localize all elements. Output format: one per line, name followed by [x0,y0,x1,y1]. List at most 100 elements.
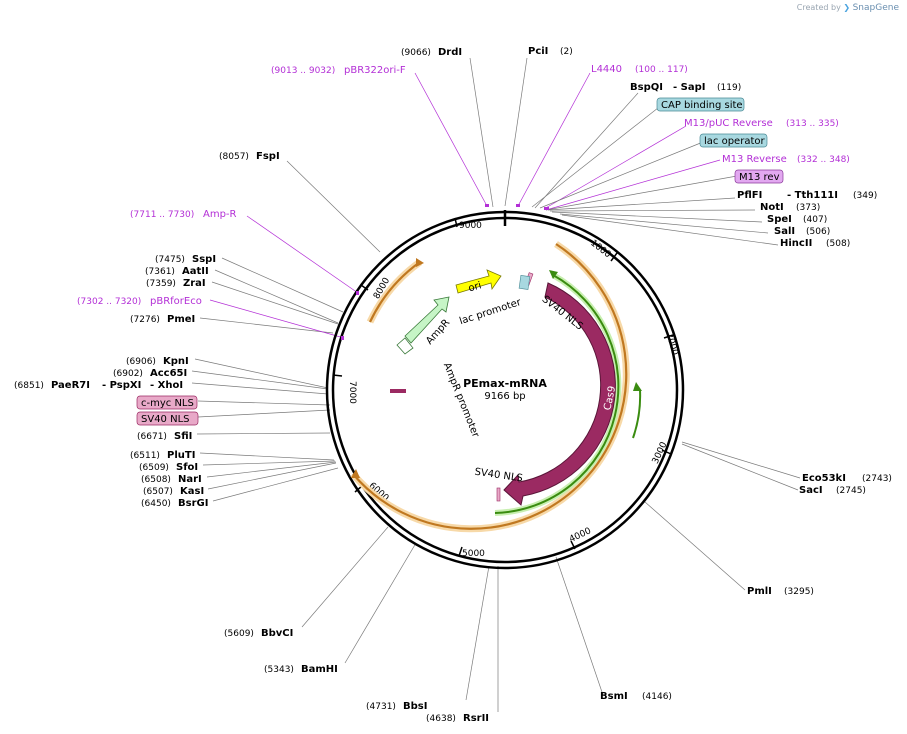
site-zrai: ZraI [183,278,206,289]
ori-arrow [455,269,502,294]
site-sfoi: SfoI [176,462,198,473]
green-arc-large [494,274,620,514]
ampr-promoter-label: AmpR promoter [441,361,481,440]
site-leaders [191,57,801,712]
primer-mark-m13 [544,207,549,210]
site-rsrii: RsrII [463,713,489,724]
site-pos-bbvci: (5609) [224,629,254,639]
green-arrowhead-large [549,270,558,279]
site-acc65i: Acc65I [150,368,187,379]
primer-m13-reverse: M13 Reverse [722,154,787,165]
cap-binding-site-box [656,97,745,112]
site-aatii: AatII [182,266,209,277]
site-eco53ki: Eco53kI [802,473,846,484]
lac-promoter-label: lac promoter [458,297,523,328]
site-pos-rsrii: (4638) [426,714,456,724]
orange-arc-small [369,261,421,323]
site-pos-paer7i: (6851) [14,381,44,391]
site-pos-pmei: (7276) [130,315,160,325]
lac-operator-box [699,133,768,148]
site-pos-kpni: (6906) [126,357,156,367]
site-pspxi: - PspXI [102,380,141,391]
ampr-arrow [404,296,450,344]
site-bsrgi: BsrGI [178,498,208,509]
site-pos-pmli: (3295) [784,587,814,597]
site-bbvci: BbvCI [261,628,293,639]
kb-ticks [332,217,674,557]
site-pmli: PmlI [747,586,772,597]
site-pos-drdi: (9066) [401,48,431,58]
site-pos-pluti: (6511) [130,451,160,461]
cas9-label: Cas9 [602,385,618,411]
site-bsmi: BsmI [600,691,628,702]
site-pos-bbsi: (4731) [366,702,396,712]
site-pos-sali: (506) [806,227,830,237]
primer-pbrforeco: pBRforEco [150,296,202,307]
site-sali: SalI [774,226,795,237]
site-pluti: PluTI [167,450,195,461]
c-myc-nls-label: c-myc NLS [141,398,194,409]
lac-operator-label: lac operator [704,136,765,147]
site-paer7i: PaeR7I [51,380,90,391]
primer-mark-pbr322ori [485,204,489,207]
orange-arrowhead-small [416,258,424,267]
site-pmei: PmeI [167,314,195,325]
site-pos-bsrgi: (6450) [141,499,171,509]
site-bspqi: BspQI [630,82,663,93]
plasmid-size: 9166 bp [484,391,525,402]
site-nari: NarI [178,474,202,485]
ori-label: ori [467,280,482,294]
svg-text:4000: 4000 [568,526,593,545]
primer-pos-pbr322ori: (9013 .. 9032) [271,66,335,76]
snapgene-logo-icon: ❯ [843,3,851,12]
site-xhoi: - XhoI [150,380,183,391]
primer-pos-m13puc-reverse: (313 .. 335) [786,119,839,129]
sv40-nls-box-label: SV40 NLS [141,414,190,425]
site-saci: SacI [799,485,823,496]
site-pos-noti: (373) [796,203,820,213]
site-sspi: SspI [192,254,216,265]
c-myc-nls-mark [390,389,406,393]
site-pflfi: PflFI [737,190,762,201]
site-pos-bspqi: (119) [717,83,741,93]
site-pos-bamhi: (5343) [264,665,294,675]
primer-mark-l4440 [516,204,520,207]
site-pos-hincii: (508) [826,239,850,249]
site-kasi: KasI [180,486,204,497]
site-pos-fspi: (8057) [219,152,249,162]
m13-rev-box [734,169,784,184]
green-arc-small [632,389,642,439]
cap-binding-site-label: CAP binding site [661,100,743,111]
sv40-nls-box [136,411,199,426]
site-tth111i: - Tth111I [787,190,838,201]
site-pos-sfoi: (6509) [139,463,169,473]
site-bamhi: BamHI [301,664,338,675]
sv40-nls-bottom-mark [496,487,501,502]
primer-pbr322ori: pBR322ori-F [344,65,406,76]
orange-arc-large [352,243,628,530]
svg-text:1000: 1000 [588,238,612,260]
sv40-nls-bottom-label: SV40 NLS [474,467,524,485]
site-pos-kasi: (6507) [143,487,173,497]
site-pos-eco53ki: (2743) [862,474,892,484]
site-pos-zrai: (7359) [146,279,176,289]
site-pos-sfii: (6671) [137,432,167,442]
primer-ampr: Amp-R [203,209,237,220]
orange-arrowhead-large [351,469,360,478]
lac-small-feature [518,275,531,290]
svg-text:5000: 5000 [462,549,485,559]
svg-text:9000: 9000 [459,221,482,231]
site-pos-bsmi: (4146) [642,692,672,702]
primer-mark-pbrforeco [341,336,344,340]
site-pcii: PciI [528,46,548,57]
svg-text:2000: 2000 [664,332,680,357]
site-noti: NotI [760,202,784,213]
site-pos-spei: (407) [803,215,827,225]
site-sfii: SfiI [174,431,192,442]
primer-pos-pbrforeco: (7302 .. 7320) [77,297,141,307]
snapgene-credit: Created by ❯ SnapGene [796,3,899,13]
primer-pos-m13-reverse: (332 .. 348) [797,155,850,165]
site-hincii: HincII [780,238,812,249]
site-spei: SpeI [767,214,792,225]
primer-pos-l4440: (100 .. 117) [635,65,688,75]
